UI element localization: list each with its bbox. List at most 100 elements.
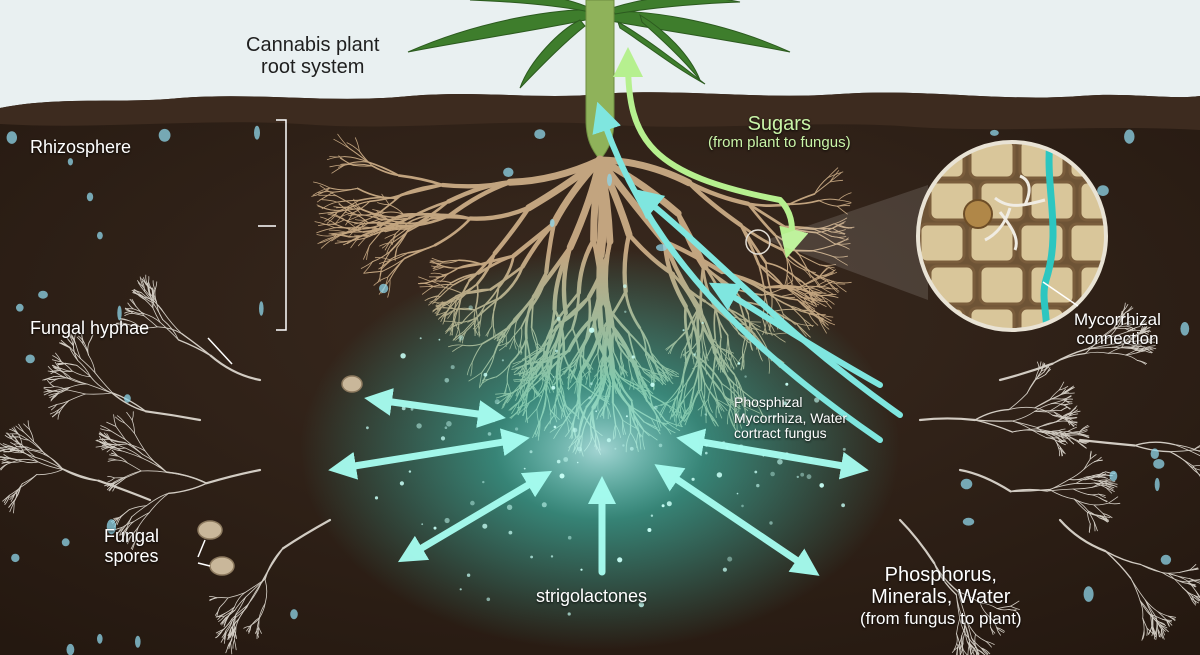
root-branch: [354, 137, 360, 152]
hypha-branch: [1160, 628, 1163, 639]
root-branch: [814, 177, 829, 195]
glow-particle: [736, 492, 739, 495]
glow-particle: [541, 502, 547, 508]
label-mycorrhizal-line2: connection: [1076, 329, 1159, 349]
hypha-branch: [11, 451, 25, 454]
hypha-branch: [77, 359, 91, 378]
root-branch: [314, 221, 336, 229]
hypha-branch: [1125, 349, 1137, 356]
hypha-branch: [49, 393, 59, 398]
hypha-branch: [1108, 352, 1126, 356]
hypha-branch: [1100, 328, 1115, 339]
glow-particle: [785, 382, 789, 386]
hypha-branch: [1158, 621, 1165, 625]
glow-particle: [482, 523, 488, 529]
hypha-branch: [1174, 444, 1199, 452]
hypha-branch: [975, 633, 987, 642]
hypha-branch: [975, 646, 980, 655]
hypha-branch: [165, 471, 208, 484]
hypha-branch: [959, 643, 961, 653]
hypha-branch: [1191, 595, 1197, 605]
hypha-branch: [1073, 498, 1095, 506]
root-branch: [318, 194, 337, 197]
hypha-branch: [42, 376, 54, 381]
root-branch: [378, 222, 391, 227]
root-branch: [831, 231, 845, 235]
hypha-branch: [23, 451, 39, 463]
root-branch: [326, 156, 346, 160]
root-branch: [831, 235, 847, 238]
inset-cone: [766, 185, 928, 300]
glow-particle: [482, 480, 485, 484]
hypha-branch: [131, 419, 135, 434]
root-branch: [356, 187, 396, 200]
hypha-branch: [230, 626, 237, 643]
glow-particle: [589, 382, 593, 386]
glow-particle: [433, 526, 437, 530]
root-branch: [458, 259, 483, 266]
glow-particle: [444, 378, 450, 383]
label-plant-root-system-line2: root system: [261, 56, 365, 79]
hypha-branch: [48, 404, 58, 408]
label-fungal-hyphae: Fungal hyphae: [30, 318, 150, 338]
root-branch: [316, 227, 336, 234]
hypha-branch: [125, 521, 134, 531]
hypha-branch: [66, 389, 86, 395]
hypha-branch: [69, 334, 77, 345]
hypha-branch: [1190, 596, 1196, 606]
hypha-branch: [61, 361, 73, 372]
hypha-branch: [1060, 406, 1068, 411]
glow-particle: [841, 503, 845, 508]
hypha-branch: [36, 468, 64, 476]
hypha-branch: [132, 311, 145, 315]
hypha-branch: [996, 608, 1009, 611]
root-branch: [367, 161, 401, 177]
hypha-branch: [98, 433, 110, 440]
glow-particle: [588, 396, 592, 400]
root-branch: [395, 222, 409, 235]
root-branch: [819, 264, 835, 269]
water-droplet: [1153, 459, 1165, 469]
hypha-branch: [1056, 434, 1064, 439]
glow-particle: [614, 447, 617, 450]
glow-particle: [693, 353, 696, 356]
root-branch: [786, 274, 794, 286]
hypha-branch: [135, 526, 139, 541]
root-branch: [327, 213, 345, 221]
hypha-branch: [10, 449, 20, 452]
water-droplet: [1154, 477, 1160, 492]
hypha-branch: [1077, 429, 1088, 434]
hypha-branch: [47, 366, 57, 374]
hypha-branch: [966, 641, 977, 654]
root-branch: [827, 167, 839, 178]
root-branch: [345, 212, 354, 226]
water-droplet: [38, 290, 48, 299]
hypha-branch: [4, 494, 10, 505]
label-plant-root-system: Cannabis plant root system: [246, 34, 379, 79]
hypha-branch: [1146, 345, 1156, 348]
hypha-branch: [967, 643, 970, 655]
hypha-branch: [1063, 398, 1073, 401]
hypha-branch: [1104, 550, 1132, 579]
hypha-branch: [86, 383, 113, 394]
hypha-branch: [18, 449, 31, 452]
glow-particle: [754, 470, 758, 474]
hypha-branch: [1192, 465, 1200, 467]
glow-particle: [654, 405, 658, 410]
hypha-branch: [1162, 618, 1173, 621]
root-branch: [381, 193, 390, 206]
hypha-branch: [258, 603, 266, 619]
root-branch: [815, 224, 838, 234]
hypha-branch: [1141, 630, 1145, 641]
glow-particle: [572, 427, 578, 433]
hypha-branch: [37, 461, 64, 470]
root-branch: [829, 179, 844, 183]
hypha-branch: [140, 470, 168, 473]
hypha-branch: [1145, 341, 1156, 343]
hypha-branch: [148, 492, 170, 514]
glow-particle: [577, 446, 582, 452]
hypha-branch: [57, 365, 63, 373]
hypha-branch: [7, 432, 13, 440]
label-sugars: Sugars (from plant to fungus): [708, 113, 851, 152]
hypha-branch: [1058, 447, 1060, 457]
